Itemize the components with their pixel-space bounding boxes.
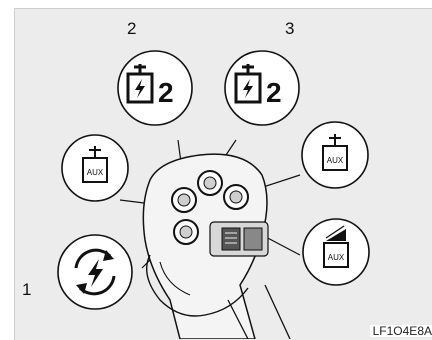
aux-label-right: AUX: [327, 156, 344, 165]
battery-charge-icon: [126, 64, 154, 104]
button-lower-left: [173, 219, 199, 245]
bubble-aux-right: AUX: [301, 121, 369, 189]
bubble-battery-charge-2-left: 2: [117, 50, 193, 126]
aux-tank-icon: [322, 134, 348, 171]
callout-2: 2: [127, 19, 137, 38]
aux-label-incline: AUX: [328, 253, 345, 262]
bubble-cycle-power: [57, 234, 133, 310]
bubble-aux-left: AUX: [61, 134, 129, 202]
aux-incline-icon: [323, 225, 349, 268]
button-right: [223, 184, 249, 210]
button-upper-left: [171, 187, 197, 213]
aux-label-left: AUX: [87, 168, 104, 177]
bubble-aux-incline: AUX: [302, 218, 370, 286]
button-upper-right: [197, 170, 223, 196]
figure-reference-code: LF1O4E8A: [369, 325, 432, 337]
digit-2-right: 2: [266, 77, 282, 108]
callout-1: 1: [22, 280, 32, 299]
aux-tank-icon: [82, 146, 108, 183]
callout-3: 3: [285, 19, 295, 38]
battery-charge-icon: [234, 64, 262, 104]
cycle-arrow-head-top: [103, 250, 114, 261]
cycle-arrow-head-bottom: [76, 283, 87, 294]
digit-2-left: 2: [158, 77, 174, 108]
handle-buttons: [171, 170, 249, 245]
bubble-battery-charge-2-right: 2: [224, 50, 300, 126]
lightning-icon: [88, 259, 103, 287]
